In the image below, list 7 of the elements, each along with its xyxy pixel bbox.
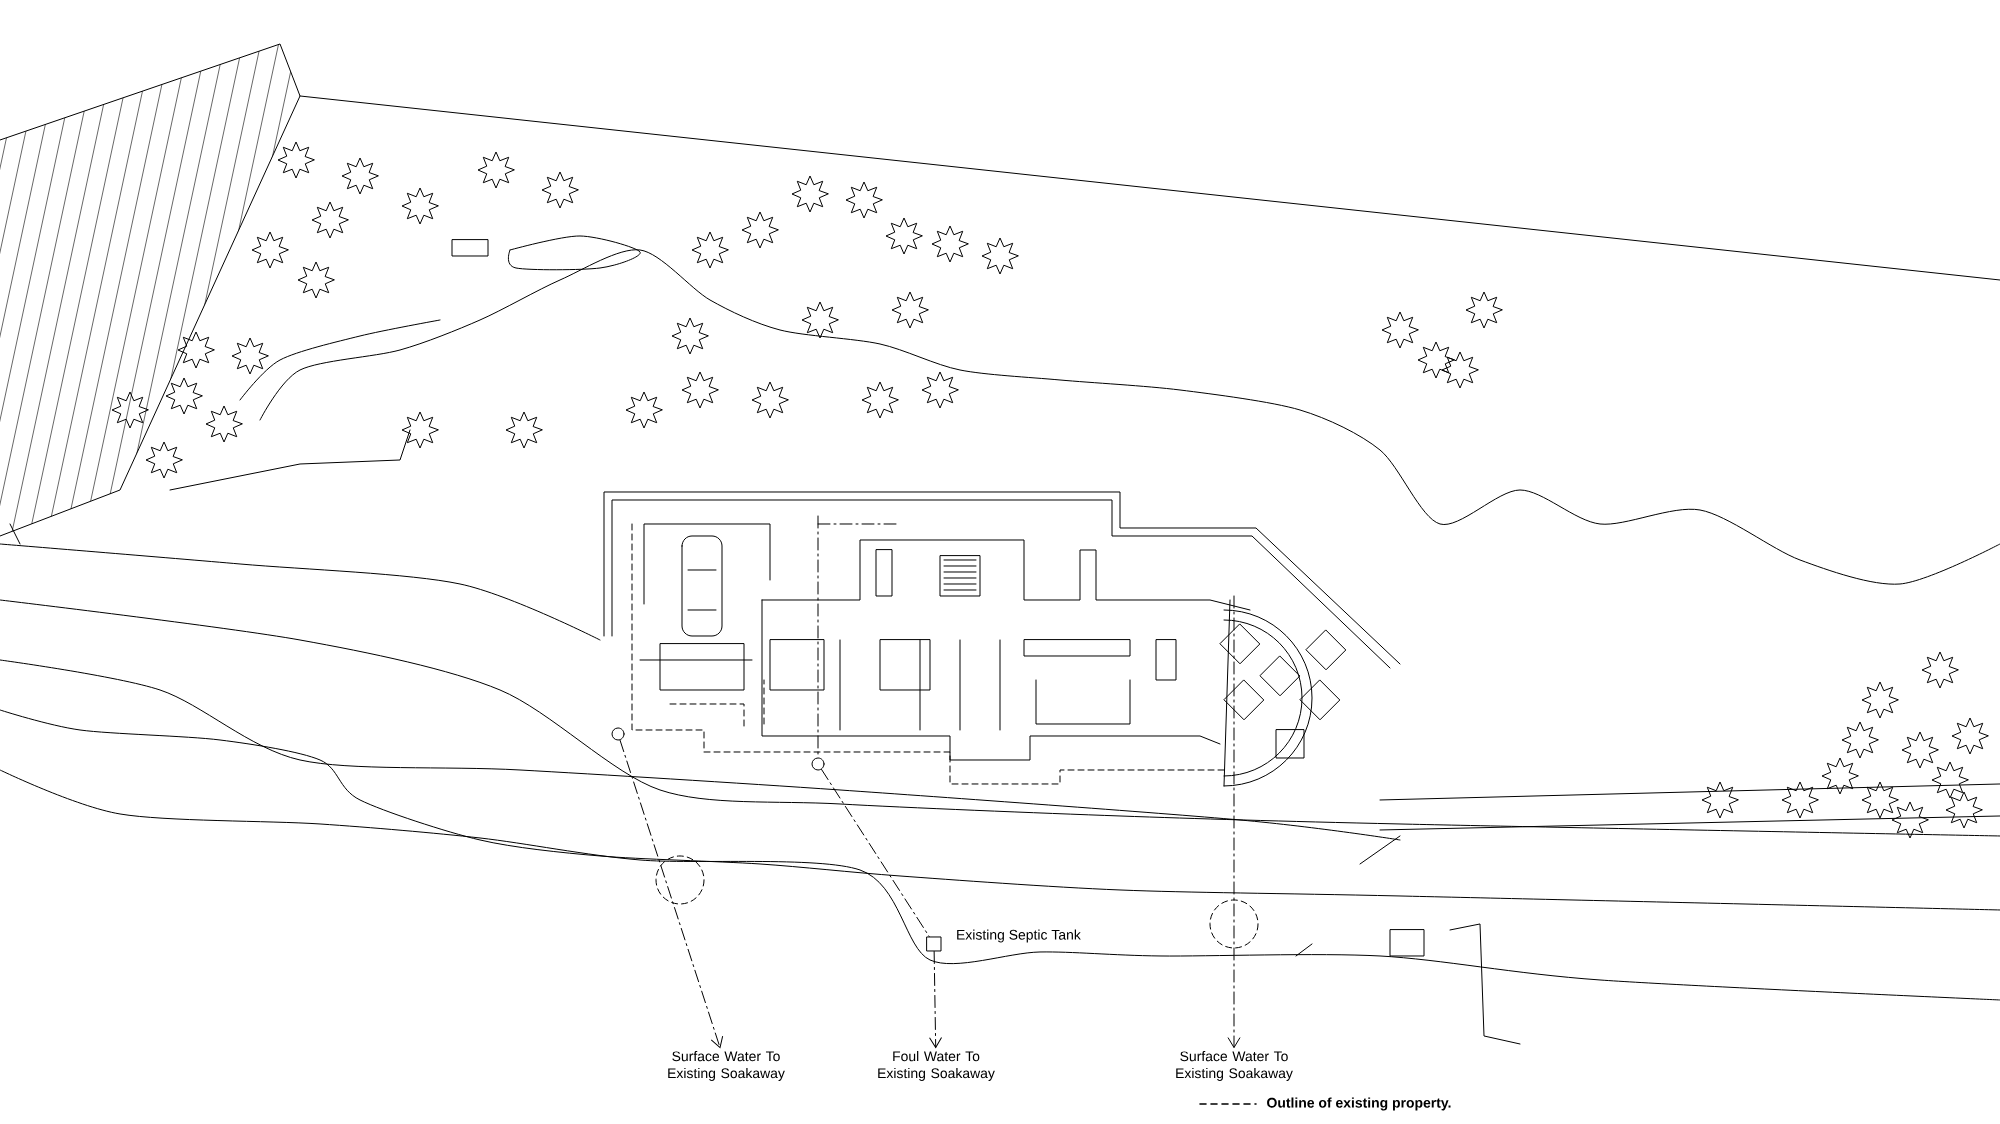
drain-point bbox=[611, 727, 625, 741]
drain-line bbox=[1227, 595, 1241, 1049]
septic-tank bbox=[926, 936, 942, 952]
drain-point bbox=[811, 757, 825, 771]
drain-line bbox=[619, 739, 724, 1049]
drain-line bbox=[821, 768, 930, 937]
drain-line bbox=[929, 951, 943, 1049]
